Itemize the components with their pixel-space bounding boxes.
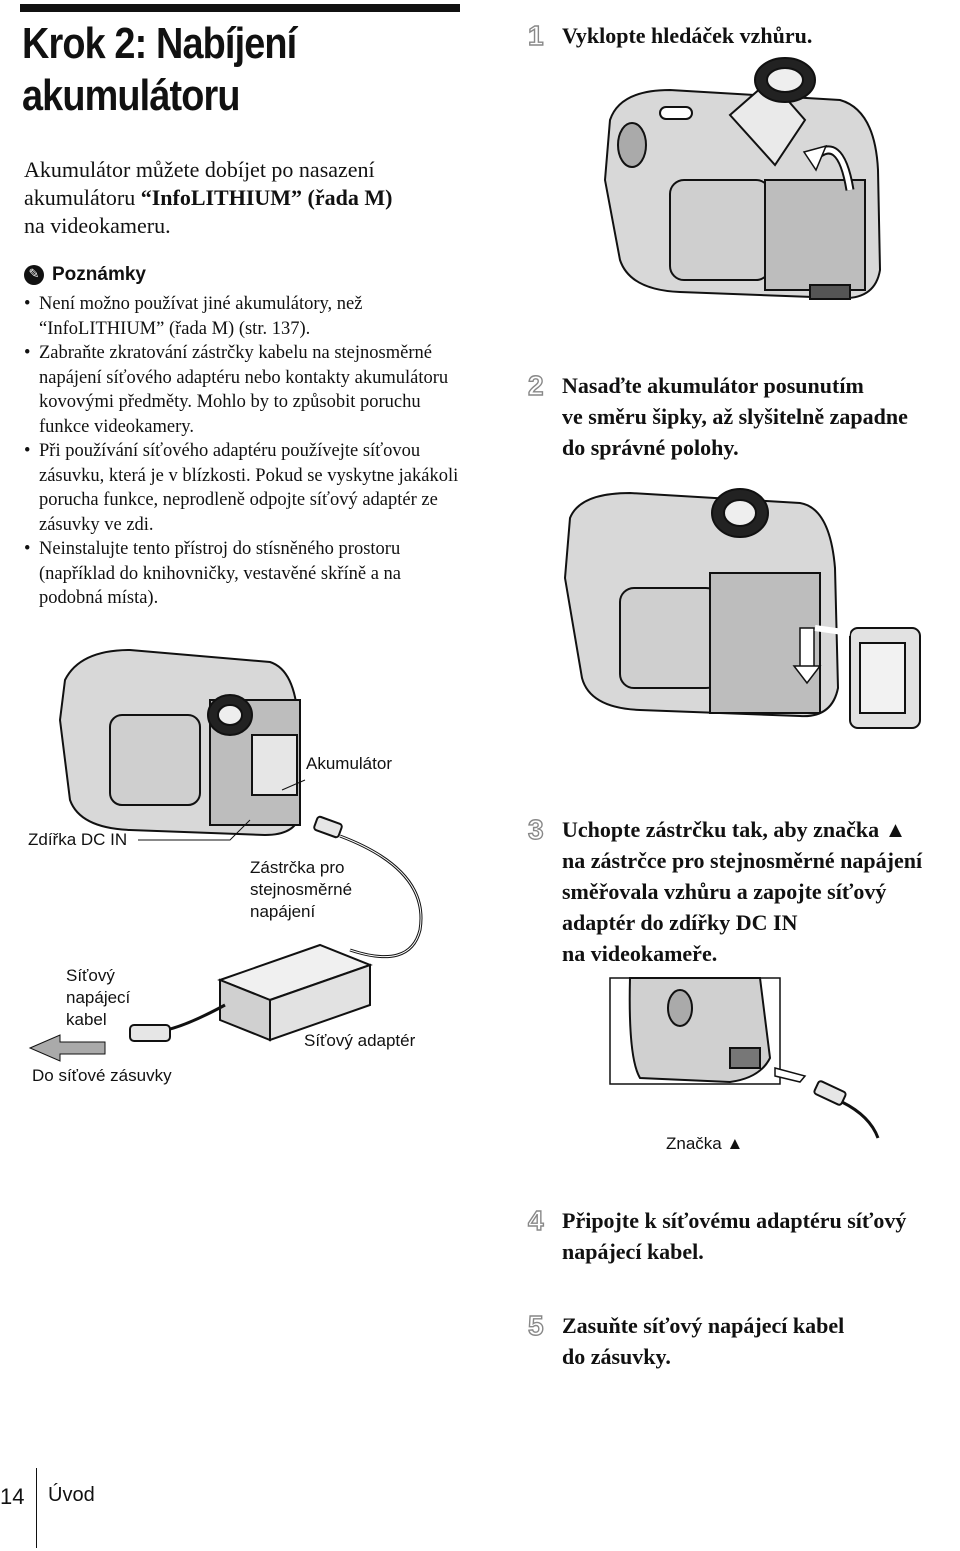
dc-in-label: Zdířka DC IN [28,830,128,849]
step-number: 2 [527,369,544,401]
camcorder-battery-illustration [563,488,921,729]
ac-adaptor-connection-diagram [28,648,423,1062]
step-1: 1 Vyklopte hledáček vzhůru. [527,19,812,51]
step-text-line: Nasaďte akumulátor posunutím [562,373,864,398]
step-text-line: Vyklopte hledáček vzhůru. [562,23,813,48]
to-outlet-label: Do síťové zásuvky [32,1066,172,1085]
power-cord-label-line: napájecí [66,988,131,1007]
page-title-line2: akumulátoru [22,71,240,120]
step-text: Vyklopte hledáček vzhůru. [562,20,812,51]
title-rule [20,4,460,12]
mark-label: Značka ▲ [666,1134,744,1153]
step-5: 5 Zasuňte síťový napájecí kabel do zásuv… [527,1309,844,1372]
dc-plug-label: Zástrčka pro stejnosměrné napájení [250,857,352,923]
intro-paragraph: Akumulátor můžete dobíjet po nasazení ak… [24,156,454,240]
dc-plug-label-line: napájení [250,902,316,921]
dc-plug-illustration [609,977,880,1139]
intro-line2-pre: akumulátoru [24,185,141,210]
dc-plug-label-line: Zástrčka pro [250,858,345,877]
notes-heading: ✎ Poznámky [24,262,146,288]
step-text-line: ve směru šipky, až slyšitelně zapadne [562,404,908,429]
note-item: Zabraňte zkratování zástrčky kabelu na s… [24,341,464,439]
power-cord-label-line: kabel [66,1010,107,1029]
step-text-line: Připojte k síťovému adaptéru síťový [562,1208,907,1233]
notes-heading-label: Poznámky [52,264,146,285]
note-item: Při používání síťového adaptéru používej… [24,439,464,537]
step-number: 1 [527,19,544,51]
intro-line2-bold: “InfoLITHIUM” (řada M) [140,185,393,210]
power-cord-label: Síťový napájecí kabel [66,965,130,1031]
note-icon: ✎ [24,265,44,285]
section-name: Úvod [48,1484,95,1506]
step-text-line: na videokameře. [562,941,718,966]
page-number: 14 [0,1484,25,1509]
step-2: 2 Nasaďte akumulátor posunutím ve směru … [527,369,908,463]
step-text-line: do správné polohy. [562,435,739,460]
step-number: 4 [527,1204,544,1236]
step-text-line: na zástrčce pro stejnosměrné napájení [562,848,923,873]
intro-line1: Akumulátor můžete dobíjet po nasazení [24,157,375,182]
step-text-line: směřovala vzhůru a zapojte síťový [562,879,887,904]
intro-line3: na videokameru. [24,213,171,238]
step-text-line: Uchopte zástrčku tak, aby značka ▲ [562,817,907,842]
step-text-line: Zasuňte síťový napájecí kabel [562,1313,845,1338]
step-text-line: napájecí kabel. [562,1239,704,1264]
dc-plug-label-line: stejnosměrné [250,880,353,899]
page-title: Krok 2: Nabíjení akumulátoru [22,18,392,122]
step-text-line: do zásuvky. [562,1344,671,1369]
camcorder-viewfinder-illustration [603,57,882,300]
step-text: Uchopte zástrčku tak, aby značka ▲ na zá… [562,814,922,969]
ac-adaptor-label: Síťový adaptér [304,1031,416,1050]
step-text-line: adaptér do zdířky DC IN [562,910,798,935]
power-cord-label-line: Síťový [66,966,115,985]
step-text: Připojte k síťovému adaptéru síťový napá… [562,1205,906,1267]
note-item: Není možno používat jiné akumulátory, ne… [24,292,464,341]
step-3: 3 Uchopte zástrčku tak, aby značka ▲ na … [527,813,922,969]
footer-divider [36,1468,37,1548]
step-number: 3 [527,813,544,845]
notes-list: Není možno používat jiné akumulátory, ne… [24,292,464,611]
note-item: Neinstalujte tento přístroj do stísněnéh… [24,537,464,611]
battery-label: Akumulátor [306,754,392,773]
page-title-line1: Krok 2: Nabíjení [22,19,297,68]
step-text: Zasuňte síťový napájecí kabel do zásuvky… [562,1310,844,1372]
step-number: 5 [527,1309,544,1341]
step-text: Nasaďte akumulátor posunutím ve směru ši… [562,370,908,463]
step-4: 4 Připojte k síťovému adaptéru síťový na… [527,1204,906,1267]
